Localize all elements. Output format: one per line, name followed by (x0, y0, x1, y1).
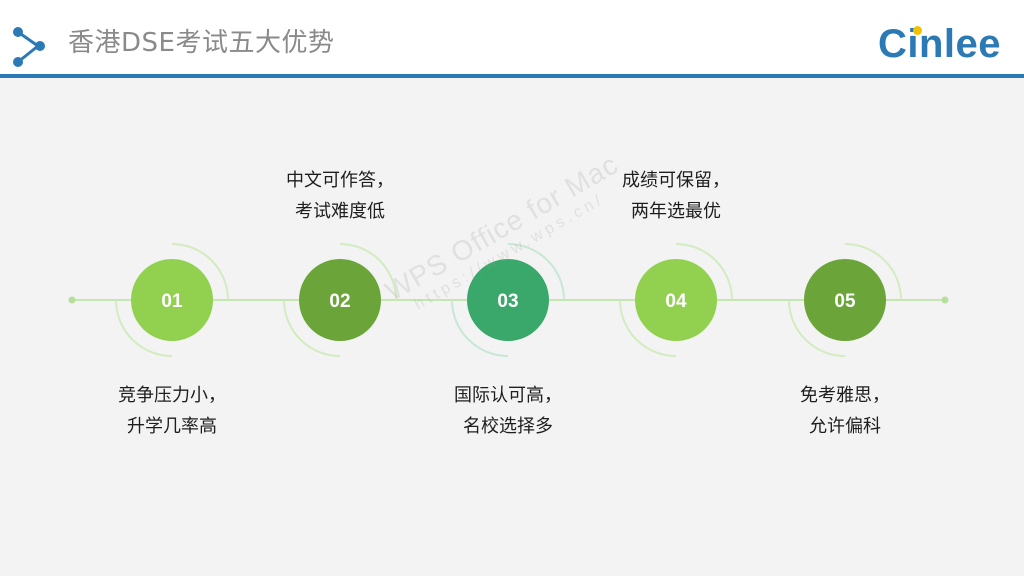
cinlee-logo: Cinlee (878, 22, 1018, 72)
step-3-arc-lower (451, 299, 509, 357)
step-5-line2: 允许偏科 (809, 416, 881, 437)
step-2-line2: 考试难度低 (295, 201, 385, 222)
step-2-line1: 中文可作答， (286, 170, 394, 191)
step-4-circle (635, 259, 717, 341)
logo-text: Cinlee (878, 22, 1002, 66)
step-5-caption: 免考雅思， 允许偏科 (745, 380, 945, 442)
step-5-number: 05 (834, 291, 856, 312)
step-1-arc (171, 243, 229, 301)
step-4-caption: 成绩可保留， 两年选最优 (576, 165, 776, 227)
step-5-circle (804, 259, 886, 341)
step-3-line2: 名校选择多 (463, 416, 553, 437)
step-3-number: 03 (497, 291, 518, 312)
step-5-line1: 免考雅思， (800, 385, 890, 406)
step-4-arc-lower (619, 299, 677, 357)
step-5-arc-lower (788, 299, 846, 357)
step-4-number: 04 (665, 291, 687, 312)
step-1-number: 01 (161, 291, 183, 312)
step-2-arc (339, 243, 397, 301)
header-bar: 香港DSE考试五大优势 Cinlee (0, 0, 1024, 78)
step-4-line1: 成绩可保留， (622, 170, 730, 191)
step-3-caption: 国际认可高， 名校选择多 (408, 380, 608, 442)
step-1-arc-lower (115, 299, 173, 357)
step-1-line1: 竞争压力小， (118, 385, 226, 406)
share-nodes-icon (13, 27, 45, 67)
step-3-circle (467, 259, 549, 341)
step-2-circle (299, 259, 381, 341)
step-1-caption: 竞争压力小， 升学几率高 (72, 380, 272, 442)
step-1-line2: 升学几率高 (127, 416, 217, 437)
timeline-start-dot (68, 296, 76, 304)
step-3-arc (507, 243, 565, 301)
step-2-caption: 中文可作答， 考试难度低 (240, 165, 440, 227)
timeline-end-dot (941, 296, 949, 304)
step-4-line2: 两年选最优 (631, 201, 721, 222)
step-2-arc-lower (283, 299, 341, 357)
logo-dot (913, 26, 922, 35)
step-4-arc (675, 243, 733, 301)
step-2-number: 02 (329, 291, 350, 312)
page-title: 香港DSE考试五大优势 (68, 28, 335, 58)
step-5-arc (844, 243, 902, 301)
step-3-line1: 国际认可高， (454, 385, 562, 406)
step-1-circle (131, 259, 213, 341)
